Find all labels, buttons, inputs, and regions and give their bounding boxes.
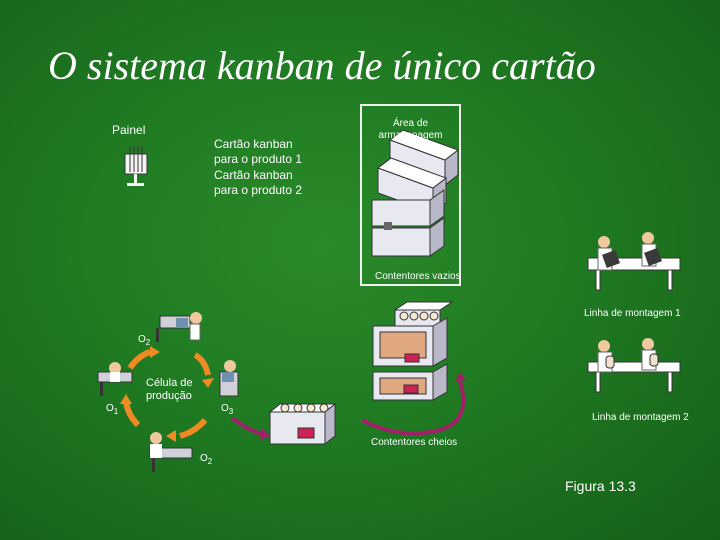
kanban-panel-icon: [124, 146, 148, 186]
arrow-o1-to-o2: [127, 349, 152, 370]
container-o3: [268, 402, 337, 446]
assembly-line-1-label: Linha de montagem 1: [584, 308, 681, 319]
panel-label: Painel: [112, 123, 146, 137]
card-label-product-2-line1: Cartão kanban: [214, 168, 293, 182]
storage-area-label: Área de armazenagem: [378, 118, 443, 141]
card-label-product-2-line2: para o produto 2: [214, 183, 303, 197]
operator-o1-label: O1: [106, 403, 119, 416]
full-containers-stack: [372, 301, 454, 401]
arrow-full-loop: [361, 381, 466, 436]
operator-o2-top-label: O2: [138, 334, 151, 347]
worker-o3: [219, 360, 239, 397]
empty-containers-label: Contentores vazios: [375, 271, 461, 282]
worker-o2-bottom: [149, 432, 193, 472]
figure-label: Figura 13.3: [565, 478, 636, 494]
worker-o2-top: [156, 312, 202, 342]
worker-o1: [97, 362, 133, 396]
full-containers-label: Contentores cheios: [371, 437, 458, 448]
arrow-o2-to-o3: [193, 352, 211, 376]
assembly-line-2-label: Linha de montagem 2: [592, 412, 689, 423]
storage-area-box: [360, 104, 461, 286]
arrow-o2b-to-o1: [123, 401, 141, 428]
card-label-product-1-line2: para o produto 1: [214, 152, 303, 166]
production-cycle-arrows: [123, 349, 211, 439]
production-cell-label-line2: produção: [146, 390, 192, 402]
production-cell-label-line1: Célula de: [146, 377, 193, 389]
operator-o2-bottom-label: O2: [200, 453, 213, 466]
arrow-o3-to-o2b: [179, 418, 208, 439]
transport-arrows: [230, 381, 466, 436]
empty-containers-stack: [371, 129, 460, 257]
assembly-line-1: [587, 232, 681, 291]
arrow-o3-to-container: [230, 416, 263, 436]
slide-title: O sistema kanban de único cartão: [48, 43, 596, 88]
assembly-line-2: [587, 338, 681, 393]
operator-o3-label: O3: [221, 403, 234, 416]
card-label-product-1-line1: Cartão kanban: [214, 137, 293, 151]
